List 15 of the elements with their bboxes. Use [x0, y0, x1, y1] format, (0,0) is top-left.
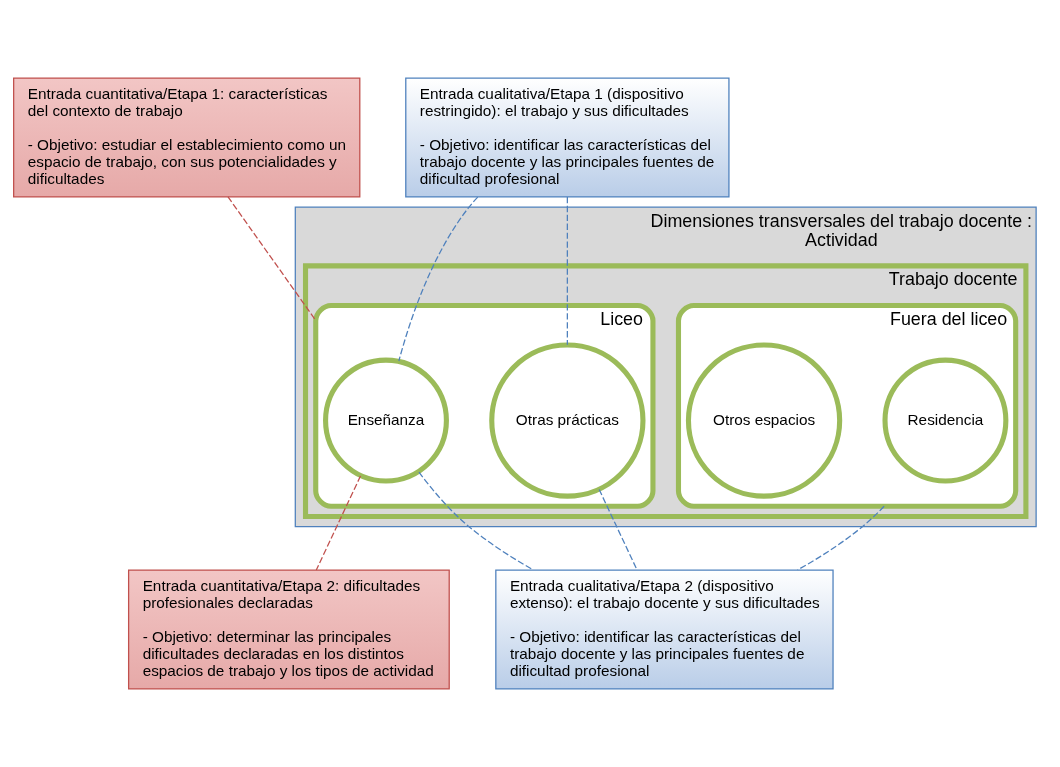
connector	[418, 471, 535, 571]
node-box: Entrada cualitativa/Etapa 1 (dispositivo restringido): el trabajo y sus dificultades - Objetivo: identificar las características del trabajo docente y las principales fuentes de dificultad profesional	[405, 77, 730, 198]
node-box: Entrada cuantitativa/Etapa 1: características del contexto de trabajo - Objetivo: estudiar el establecimiento como un espacio de trabajo, con sus potencialidades y dificultades	[13, 77, 361, 198]
connector	[398, 196, 479, 362]
node-circle: Residencia	[882, 357, 1009, 484]
node-circle: Otras prácticas	[489, 342, 646, 499]
node-circle: Enseñanza	[323, 357, 449, 484]
connector	[598, 488, 638, 571]
node-circle: Otros espacios	[685, 342, 843, 499]
node-box: Entrada cuantitativa/Etapa 2: dificultades profesionales declaradas - Objetivo: determinar las principales dificultades declaradas en los distintos espacios de trabajo y los tipos de actividad	[128, 569, 450, 690]
connector	[315, 475, 362, 571]
connector	[797, 505, 885, 571]
node-box: Entrada cualitativa/Etapa 2 (dispositivo extenso): el trabajo docente y sus dificultades - Objetivo: identificar las características del trabajo docente y las principales fuentes de dificultad profesional	[495, 569, 834, 690]
connector	[227, 196, 317, 321]
connector	[566, 196, 568, 346]
